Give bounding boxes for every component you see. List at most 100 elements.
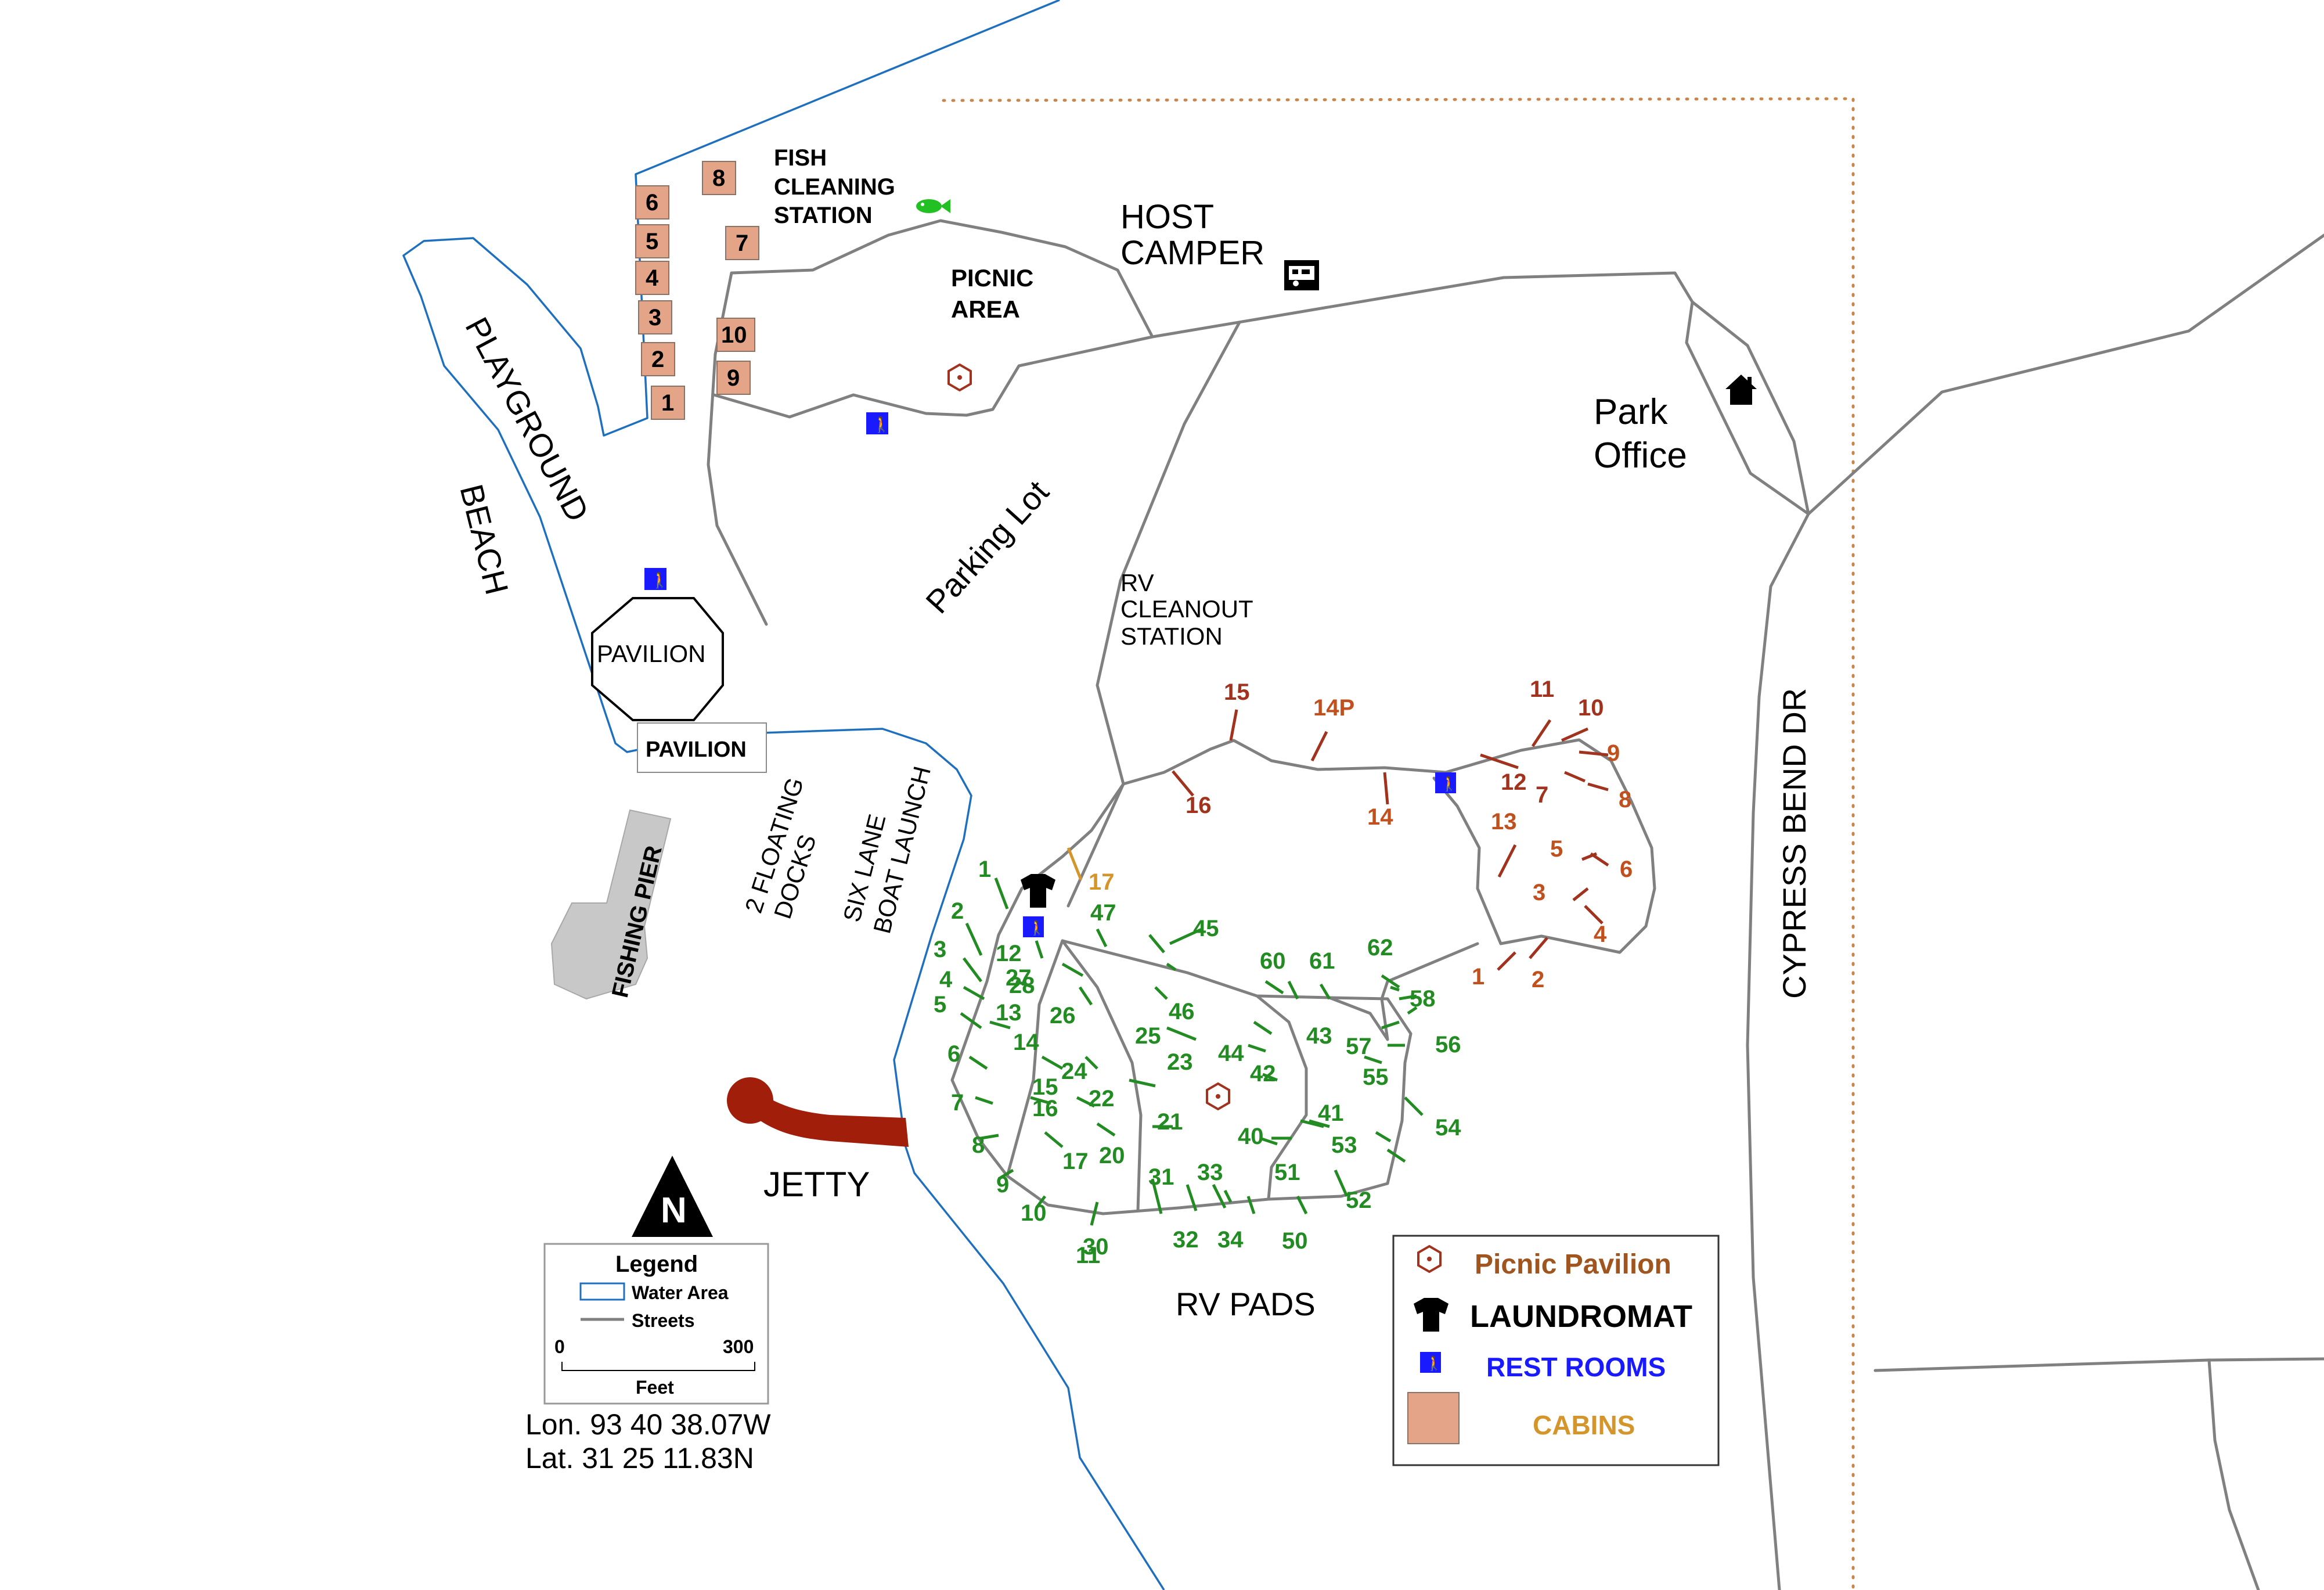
rv-site[interactable]: 60: [1260, 948, 1286, 974]
rv-site[interactable]: 2: [951, 898, 964, 924]
rv-site[interactable]: 40: [1238, 1124, 1264, 1149]
svg-text:1: 1: [661, 390, 674, 416]
rv-site[interactable]: 42: [1250, 1061, 1276, 1087]
rv-site[interactable]: 46: [1169, 999, 1195, 1024]
tent-site[interactable]: 2: [1532, 967, 1544, 992]
tent-site[interactable]: 16: [1186, 793, 1212, 818]
rv-site[interactable]: 16: [1032, 1096, 1058, 1121]
rv-site[interactable]: 30: [1083, 1234, 1109, 1260]
rv-site[interactable]: 41: [1318, 1100, 1344, 1126]
rv-site[interactable]: 14: [1013, 1030, 1039, 1055]
rv-site[interactable]: 25: [1135, 1023, 1161, 1049]
pavilion-box-label: PAVILION: [646, 738, 747, 762]
rv-cleanout-line2: CLEANOUT: [1120, 595, 1253, 623]
tent-site[interactable]: 6: [1620, 857, 1633, 882]
rv-site[interactable]: 20: [1099, 1143, 1125, 1168]
key-restroom-icon: 🚶: [1420, 1352, 1443, 1373]
rv-site[interactable]: 54: [1435, 1115, 1461, 1141]
tent-site[interactable]: 13: [1491, 809, 1517, 834]
rv-site[interactable]: 12: [996, 941, 1022, 966]
rv-site[interactable]: 55: [1363, 1064, 1389, 1090]
cabin-3[interactable]: 3: [638, 300, 672, 334]
tent-site[interactable]: 8: [1619, 787, 1631, 812]
north-letter: N: [661, 1190, 687, 1231]
cabin-6[interactable]: 6: [635, 185, 669, 220]
tent-site[interactable]: 11: [1530, 677, 1554, 702]
rv-site[interactable]: 62: [1367, 935, 1393, 961]
svg-text:🚶: 🚶: [1028, 920, 1046, 936]
tent-site[interactable]: 10: [1578, 695, 1604, 721]
rv-site[interactable]: 57: [1346, 1034, 1372, 1059]
rv-site[interactable]: 28: [1009, 973, 1035, 998]
tent-site[interactable]: 15: [1224, 679, 1250, 705]
rv-site[interactable]: 24: [1061, 1059, 1087, 1084]
rv-site[interactable]: 58: [1410, 986, 1436, 1012]
cabin-10[interactable]: 10: [716, 318, 755, 352]
rv-site[interactable]: 5: [934, 992, 946, 1017]
rv-site[interactable]: 26: [1050, 1003, 1076, 1028]
rv-site[interactable]: 17: [1062, 1149, 1089, 1174]
tent-site-17[interactable]: 17: [1089, 869, 1115, 895]
tent-site[interactable]: 9: [1607, 740, 1620, 766]
rv-site[interactable]: 4: [939, 967, 953, 992]
cabin-9[interactable]: 9: [716, 361, 751, 395]
rv-site[interactable]: 21: [1157, 1109, 1183, 1135]
street-picnic-loop: [712, 271, 1694, 419]
rv-site[interactable]: 15: [1032, 1074, 1058, 1100]
rv-site[interactable]: 43: [1306, 1023, 1332, 1049]
property-boundary: [942, 97, 1855, 1590]
streets-layer: [707, 219, 2324, 1590]
rv-site[interactable]: 10: [1021, 1200, 1047, 1226]
rv-site[interactable]: 33: [1197, 1160, 1223, 1185]
cabin-7[interactable]: 7: [725, 226, 759, 260]
tent-site[interactable]: 14: [1367, 804, 1393, 830]
rv-site[interactable]: 3: [934, 937, 946, 962]
rv-site[interactable]: 50: [1282, 1228, 1308, 1254]
rv-site[interactable]: 27: [1006, 965, 1032, 991]
rv-site[interactable]: 32: [1173, 1227, 1199, 1253]
latitude: Lat. 31 25 11.83N: [525, 1442, 754, 1474]
rv-site[interactable]: 7: [951, 1090, 964, 1116]
tent-site[interactable]: 7: [1536, 782, 1548, 808]
cabin-4[interactable]: 4: [635, 261, 669, 295]
tent-site[interactable]: 14P: [1313, 695, 1354, 721]
rv-site[interactable]: 53: [1331, 1132, 1357, 1158]
rv-site[interactable]: 9: [996, 1172, 1009, 1197]
legend-water: Water Area: [632, 1282, 729, 1303]
tent-sites-layer: [1172, 709, 1609, 971]
rv-site[interactable]: 61: [1309, 948, 1335, 974]
rv-site[interactable]: 23: [1167, 1049, 1193, 1075]
rv-site[interactable]: 44: [1218, 1041, 1244, 1066]
laundromat-icon: [1021, 874, 1055, 908]
rv-site[interactable]: 13: [996, 1000, 1022, 1026]
rv-site[interactable]: 1: [978, 857, 991, 882]
tent-site[interactable]: 12: [1501, 769, 1527, 795]
rv-site[interactable]: 51: [1274, 1160, 1300, 1185]
rv-site[interactable]: 6: [947, 1041, 960, 1067]
svg-text:🚶: 🚶: [1425, 1355, 1443, 1372]
rv-site[interactable]: 52: [1346, 1188, 1372, 1213]
parking-lot-label: Parking Lot: [918, 473, 1056, 620]
rv-site[interactable]: 31: [1148, 1164, 1174, 1190]
tent-site[interactable]: 3: [1533, 880, 1545, 905]
fish-cleaning-line2: CLEANING: [774, 174, 895, 200]
rv-site[interactable]: 11: [1076, 1243, 1100, 1268]
rv-site[interactable]: 22: [1089, 1086, 1115, 1111]
cabin-5[interactable]: 5: [635, 224, 669, 258]
cabin-1[interactable]: 1: [651, 386, 685, 420]
host-camper-line2: CAMPER: [1120, 234, 1264, 272]
longitude: Lon. 93 40 38.07W: [525, 1408, 771, 1441]
rv-site[interactable]: 47: [1090, 900, 1116, 926]
tent-site[interactable]: 1: [1472, 964, 1485, 990]
rv-site[interactable]: 34: [1217, 1227, 1244, 1253]
tent-site[interactable]: 4: [1594, 922, 1607, 947]
rv-site[interactable]: 56: [1435, 1032, 1461, 1057]
cabin-8[interactable]: 8: [702, 161, 736, 195]
park-office-line2: Office: [1594, 436, 1687, 476]
street-rv-top: [1061, 939, 1389, 1001]
cabin-2[interactable]: 2: [641, 342, 675, 376]
tent-site[interactable]: 5: [1550, 836, 1563, 862]
scale-bar: [561, 1362, 755, 1371]
rv-site[interactable]: 8: [972, 1132, 985, 1158]
rv-site[interactable]: 45: [1193, 916, 1219, 941]
